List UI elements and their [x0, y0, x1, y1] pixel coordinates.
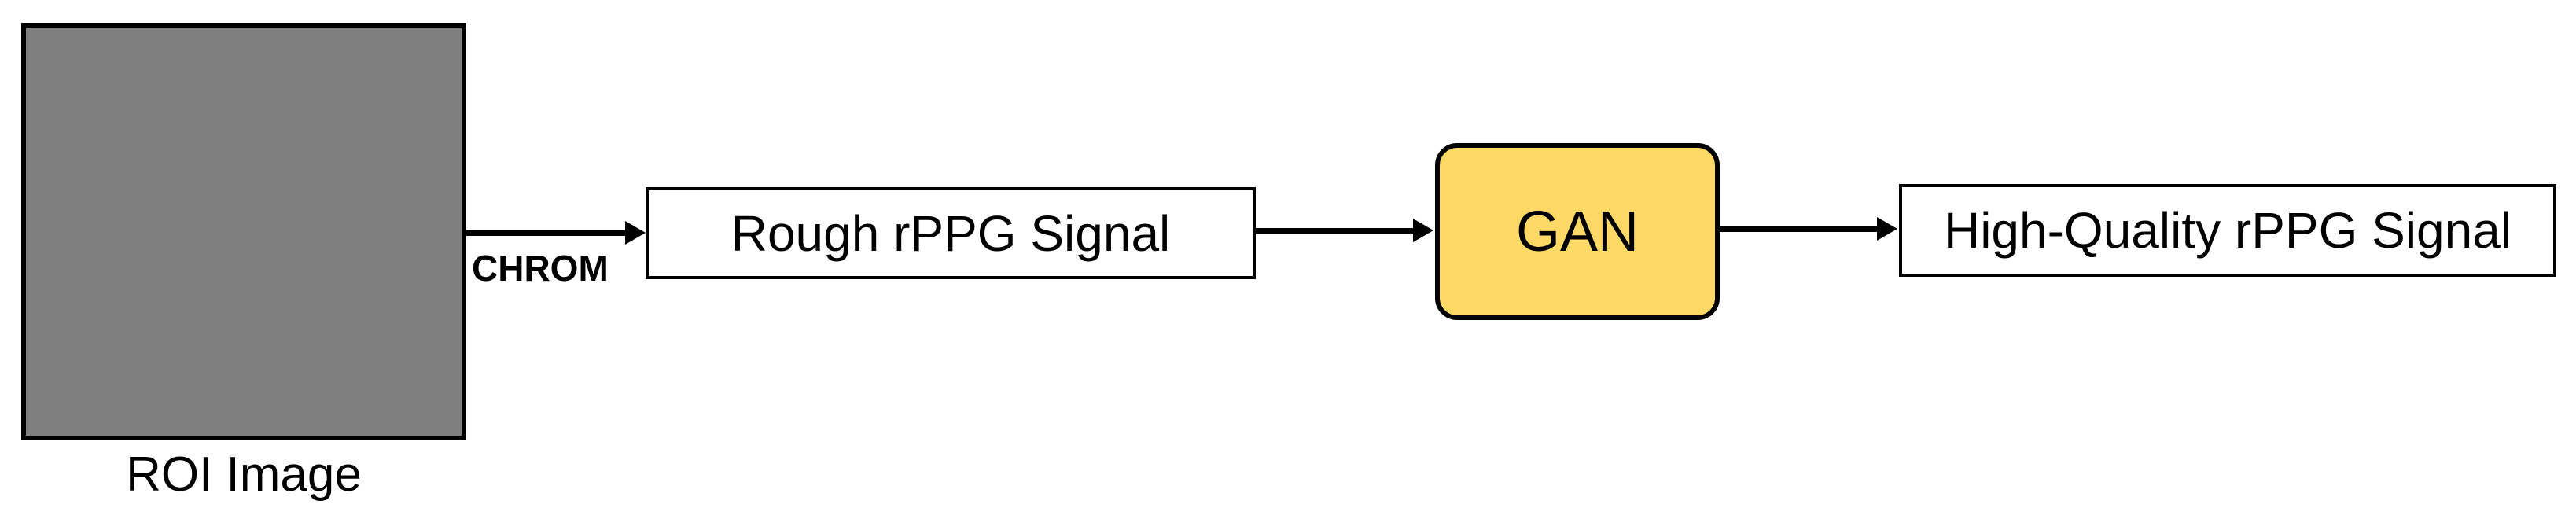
- roi-image-label: ROI Image: [126, 447, 362, 502]
- high-quality-rppg-signal-label: High-Quality rPPG Signal: [1943, 202, 2512, 259]
- arrow-head-gan-to-hq: [1877, 217, 1897, 241]
- gan-label: GAN: [1515, 200, 1639, 263]
- arrow-head-chrom: [625, 221, 646, 245]
- arrow-head-rough-to-gan: [1413, 219, 1433, 242]
- rough-rppg-signal-label: Rough rPPG Signal: [730, 204, 1171, 262]
- gan-node: GAN: [1435, 143, 1720, 320]
- arrow-shaft-rough-to-gan: [1256, 228, 1413, 234]
- chrom-edge-label: CHROM: [472, 248, 609, 289]
- arrow-shaft-chrom: [466, 230, 625, 236]
- high-quality-rppg-signal-node: High-Quality rPPG Signal: [1899, 184, 2556, 277]
- rough-rppg-signal-node: Rough rPPG Signal: [646, 187, 1256, 279]
- arrow-shaft-gan-to-hq: [1720, 226, 1877, 232]
- roi-image-box: [21, 23, 466, 440]
